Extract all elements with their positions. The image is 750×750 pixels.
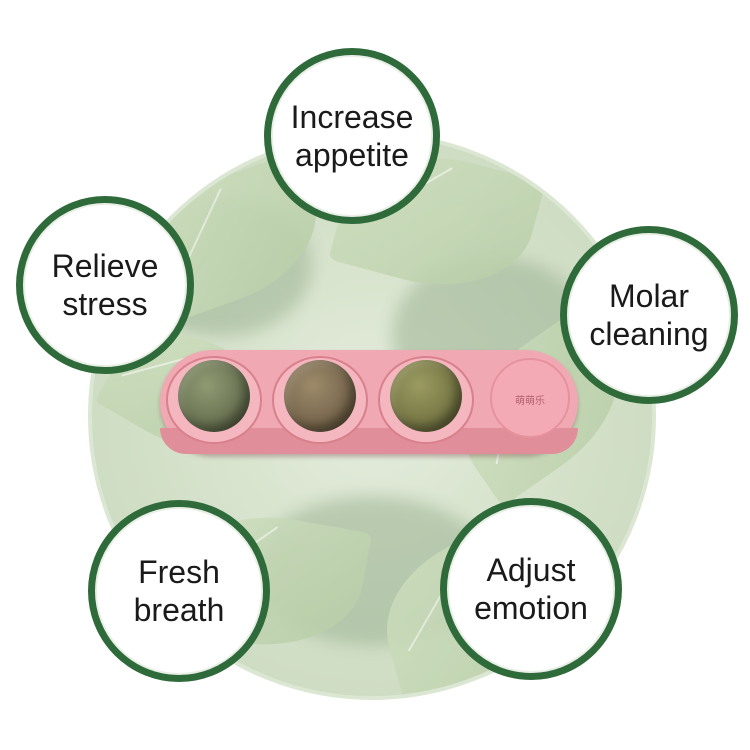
catnip-ball-holder	[160, 350, 578, 454]
bubble-label: Fresh breath	[133, 553, 225, 628]
bubble-adjust-emotion: Adjust emotion	[440, 498, 622, 680]
bubble-increase-appetite: Increase appetite	[264, 48, 440, 224]
catnip-ball	[284, 360, 356, 432]
bubble-label: Relieve stress	[51, 247, 159, 322]
catnip-ball	[390, 360, 462, 432]
brand-mark: 萌萌乐	[515, 396, 545, 407]
holder-end-cap: 萌萌乐	[490, 358, 570, 438]
bubble-label: Increase appetite	[290, 98, 414, 173]
bubble-relieve-stress: Relieve stress	[16, 196, 194, 374]
bubble-fresh-breath: Fresh breath	[88, 500, 270, 682]
catnip-ball	[178, 360, 250, 432]
bubble-label: Adjust emotion	[474, 551, 588, 626]
bubble-label: Molar cleaning	[589, 277, 709, 352]
bubble-molar-cleaning: Molar cleaning	[560, 226, 738, 404]
